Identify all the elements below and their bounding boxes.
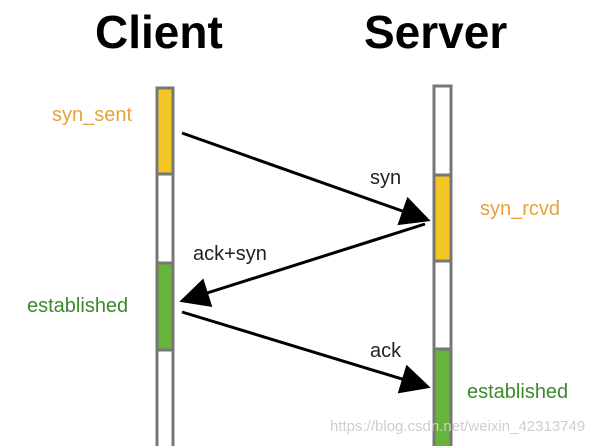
client-syn-sent-segment — [155, 86, 175, 176]
client-state-established: established — [27, 295, 129, 317]
ack-syn-message-label: ack+syn — [193, 243, 267, 265]
server-title: Server — [364, 6, 508, 58]
client-established-segment — [155, 261, 175, 352]
ack-message-label: ack — [370, 340, 402, 362]
ack-syn-arrow — [179, 222, 426, 308]
client-state-syn-sent: syn_sent — [52, 104, 133, 126]
client-title: Client — [95, 6, 223, 58]
watermark: https://blog.csdn.net/weixin_42313749 — [330, 418, 586, 435]
syn-arrow — [181, 131, 431, 226]
syn-message-label: syn — [370, 167, 402, 189]
server-state-established: established — [467, 381, 569, 403]
client-timeline — [155, 86, 175, 446]
server-syn-rcvd-segment — [432, 173, 453, 263]
server-established-segment — [432, 347, 453, 446]
server-timeline — [432, 84, 453, 446]
ack-arrow — [181, 310, 431, 394]
server-state-syn-rcvd: syn_rcvd — [480, 198, 561, 220]
